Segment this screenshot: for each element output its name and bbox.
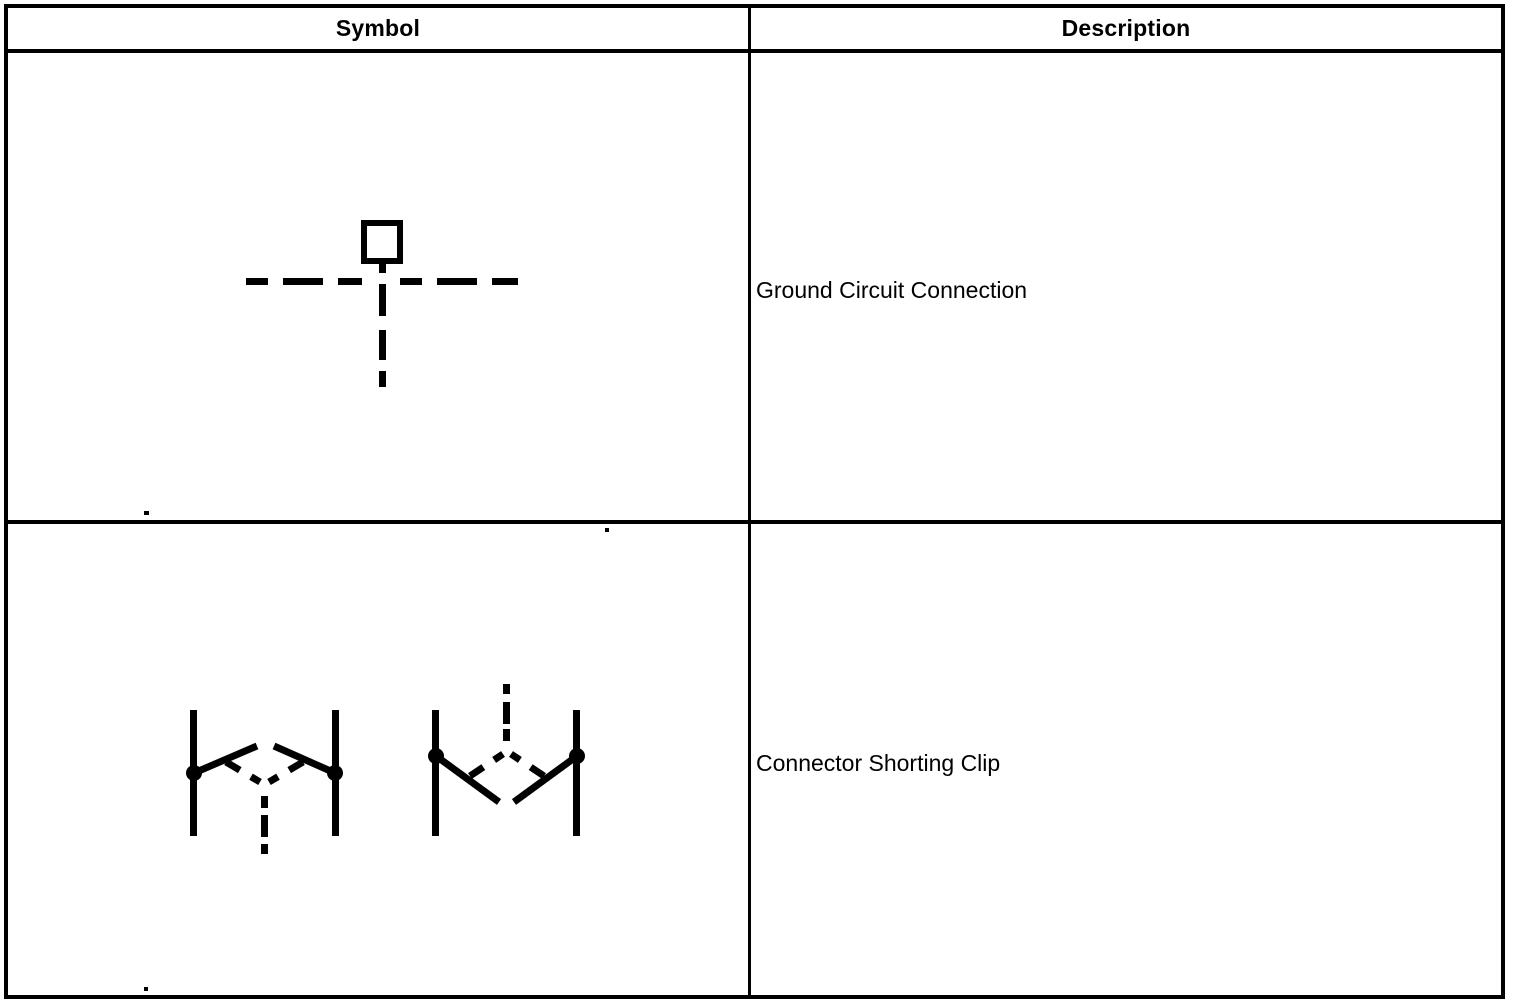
shorting-clip-variant-left — [186, 710, 343, 854]
column-header-description: Description — [1061, 15, 1191, 41]
ground-circuit-connection-icon — [246, 220, 518, 387]
shorting-clip-variant-right — [428, 684, 585, 836]
column-divider — [748, 8, 751, 995]
symbol-cell-connector-shorting-clip — [8, 524, 748, 995]
scan-artifact-dot — [144, 511, 149, 515]
description-ground-circuit-connection: Ground Circuit Connection — [756, 277, 1028, 303]
scan-artifact-dot — [144, 987, 148, 991]
symbol-legend-table: Symbol Description — [4, 4, 1505, 999]
row-divider — [8, 520, 1501, 524]
column-header-symbol: Symbol — [335, 15, 421, 41]
symbol-cell-ground-circuit-connection — [8, 49, 748, 520]
scan-artifact-dot — [605, 528, 609, 532]
header-divider — [8, 49, 1501, 53]
description-connector-shorting-clip: Connector Shorting Clip — [756, 750, 1001, 776]
connector-shorting-clip-icon — [186, 684, 585, 854]
